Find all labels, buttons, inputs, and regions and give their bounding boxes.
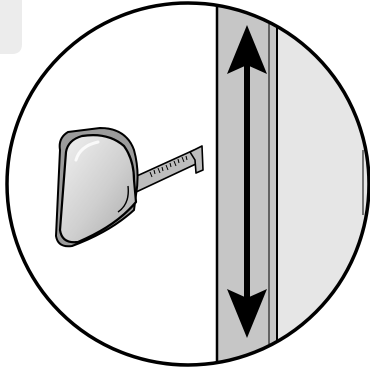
wall-panel-right [276,0,370,369]
corner-tab [0,0,22,54]
